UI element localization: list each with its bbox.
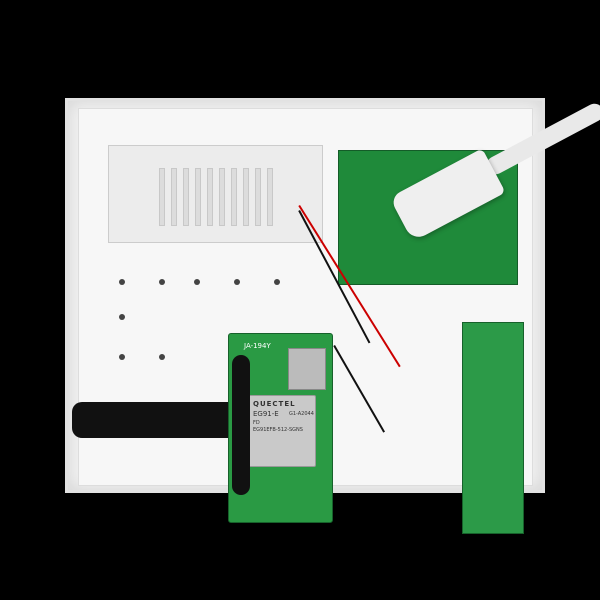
chip-model: EG91-E [253,410,279,418]
power-supply-unit [108,145,323,243]
chip-code: G1-A2044 [289,411,314,417]
velcro-strap [72,402,230,438]
chip-brand: QUECTEL [253,400,296,408]
sim-slot [288,348,326,390]
chip-part: EG91EFB-512-SGNS [253,427,303,433]
chip-line: FD [253,420,260,426]
antenna [232,355,250,495]
modem-chip: QUECTEL EG91-E G1-A2044 FD EG91EFB-512-S… [248,395,316,467]
module-label: JA-194Y [244,342,271,350]
bus-module-board [462,322,524,534]
